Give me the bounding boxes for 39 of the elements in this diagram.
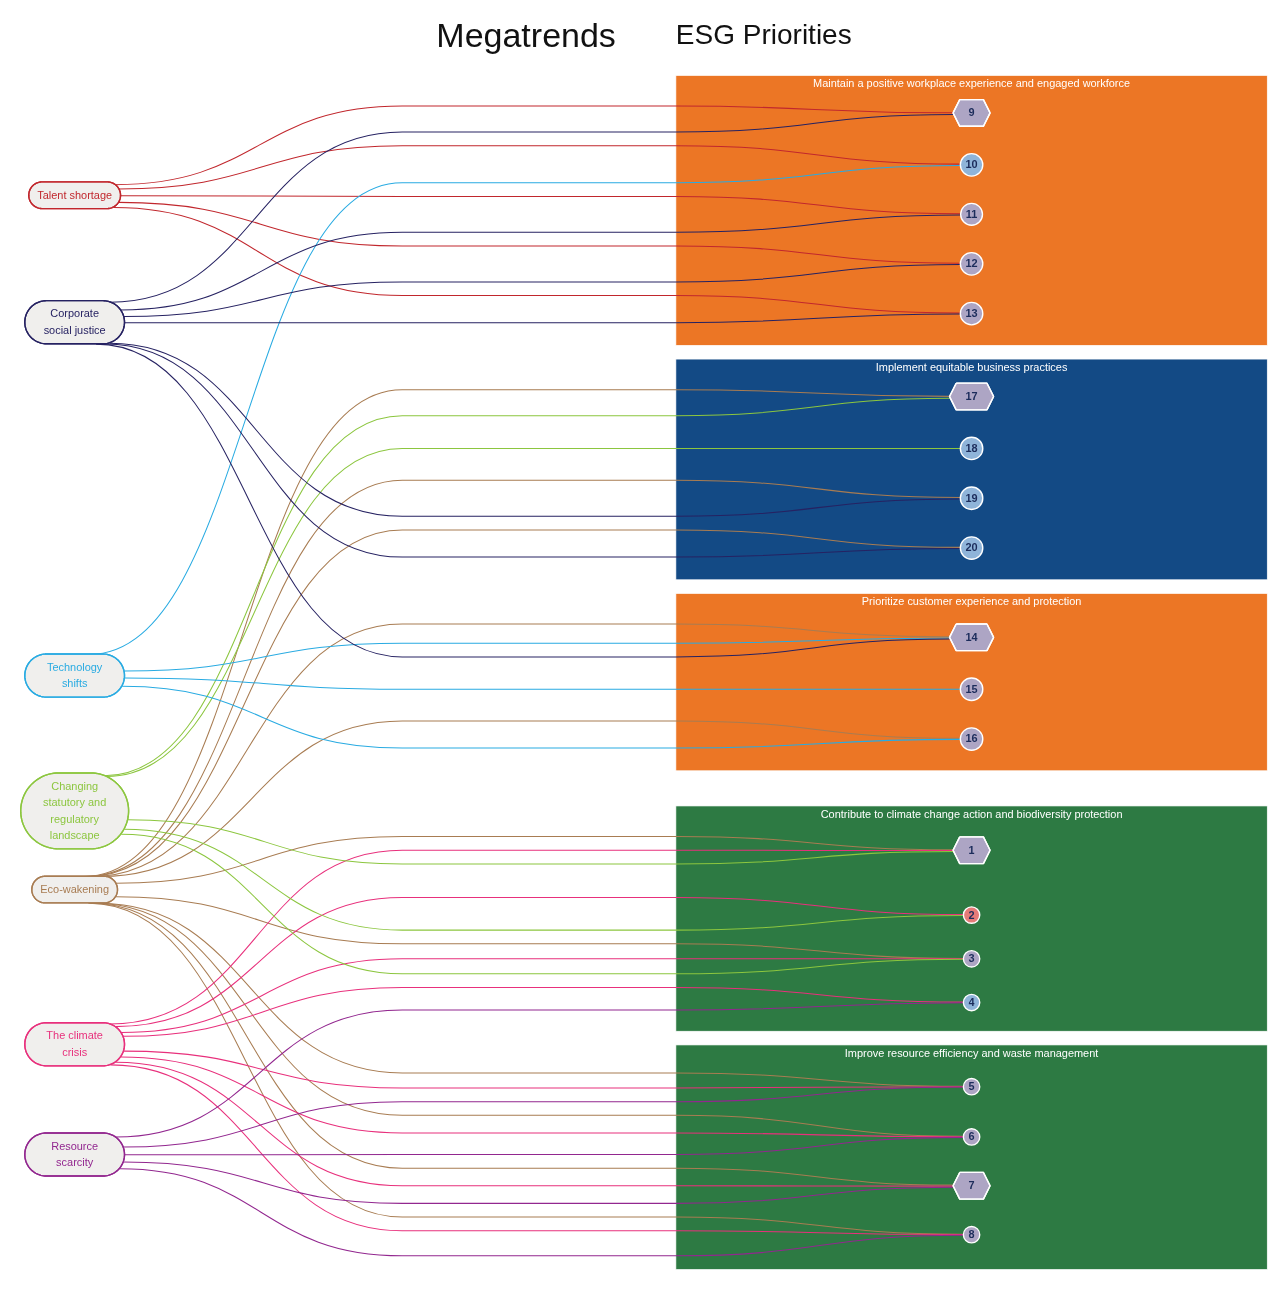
connector: [120, 958, 964, 1034]
connector: [122, 1086, 964, 1148]
node-circle: 10: [959, 152, 984, 177]
connector: [122, 987, 964, 1037]
connector: [124, 677, 961, 690]
node-circle: 6: [962, 1128, 981, 1146]
connector: [123, 1161, 955, 1204]
node-circle: 15: [959, 677, 984, 702]
connector: [127, 819, 955, 865]
connector: [120, 1056, 964, 1138]
node-circle: 13: [959, 301, 984, 326]
connector: [123, 828, 964, 931]
node-circle: 5: [962, 1077, 981, 1096]
node-circle: 8: [962, 1225, 981, 1244]
node-circle: 19: [959, 486, 984, 511]
connector: [123, 264, 961, 318]
node-circle: 18: [959, 436, 984, 461]
node-circle: 3: [962, 949, 981, 968]
connector: [114, 1002, 964, 1138]
connector: [110, 1064, 964, 1236]
connector: [120, 833, 964, 975]
connector: [119, 1168, 964, 1257]
center-label: ESG Priorities: [675, 19, 852, 50]
connector: [115, 1061, 954, 1187]
connector: [124, 1136, 964, 1156]
connector: [114, 897, 964, 1028]
connector: [124, 313, 961, 324]
connector: [123, 637, 951, 672]
diagram-title: Megatrends: [436, 15, 616, 55]
node-circle: 2: [962, 906, 981, 924]
node-circle: 16: [959, 727, 984, 751]
node-circle: 11: [959, 202, 984, 226]
node-circle: 4: [962, 993, 981, 1012]
connector: [121, 685, 961, 749]
connector: [118, 145, 961, 190]
connector: [109, 342, 961, 517]
node-circle: 20: [959, 536, 984, 560]
connector: [118, 201, 961, 264]
node-circle: 12: [959, 251, 984, 276]
